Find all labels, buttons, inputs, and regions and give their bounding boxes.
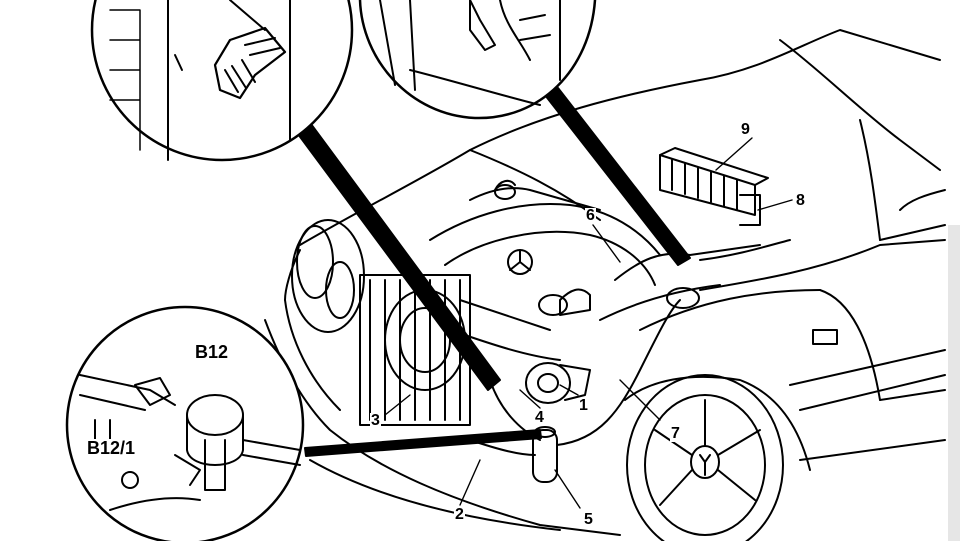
callout-3: 3 bbox=[370, 412, 381, 429]
car-body bbox=[264, 29, 946, 536]
pointer-top-detail bbox=[544, 87, 691, 266]
pointer-left-detail bbox=[294, 119, 501, 391]
line-7 bbox=[556, 299, 681, 446]
pointer-bottom-detail bbox=[304, 429, 542, 457]
headlight-inner bbox=[325, 261, 355, 319]
detail-circle-top-center bbox=[358, 0, 597, 120]
headlight-outer bbox=[296, 225, 334, 299]
label-b12-1: B12/1 bbox=[86, 438, 137, 458]
line-6 bbox=[614, 244, 761, 281]
side-marker bbox=[812, 329, 838, 345]
detail-circle-top-left bbox=[90, 0, 354, 162]
front-wheel bbox=[624, 374, 811, 541]
callout-6: 6 bbox=[585, 207, 596, 224]
callout-4: 4 bbox=[534, 409, 545, 426]
callout-9: 9 bbox=[740, 121, 751, 138]
receiver-drier bbox=[532, 429, 558, 483]
edge-strip bbox=[948, 225, 960, 541]
callout-7: 7 bbox=[670, 425, 681, 442]
callout-leaders bbox=[384, 137, 793, 509]
compressor bbox=[525, 362, 571, 404]
label-b12: B12 bbox=[194, 342, 230, 362]
callout-8: 8 bbox=[795, 192, 806, 209]
callout-1: 1 bbox=[578, 397, 589, 414]
callout-2: 2 bbox=[454, 506, 465, 523]
callout-5: 5 bbox=[583, 511, 594, 528]
evaporator-housing bbox=[659, 147, 769, 226]
detail-circle-bottom-left bbox=[65, 305, 305, 541]
engine-bay bbox=[359, 179, 791, 483]
